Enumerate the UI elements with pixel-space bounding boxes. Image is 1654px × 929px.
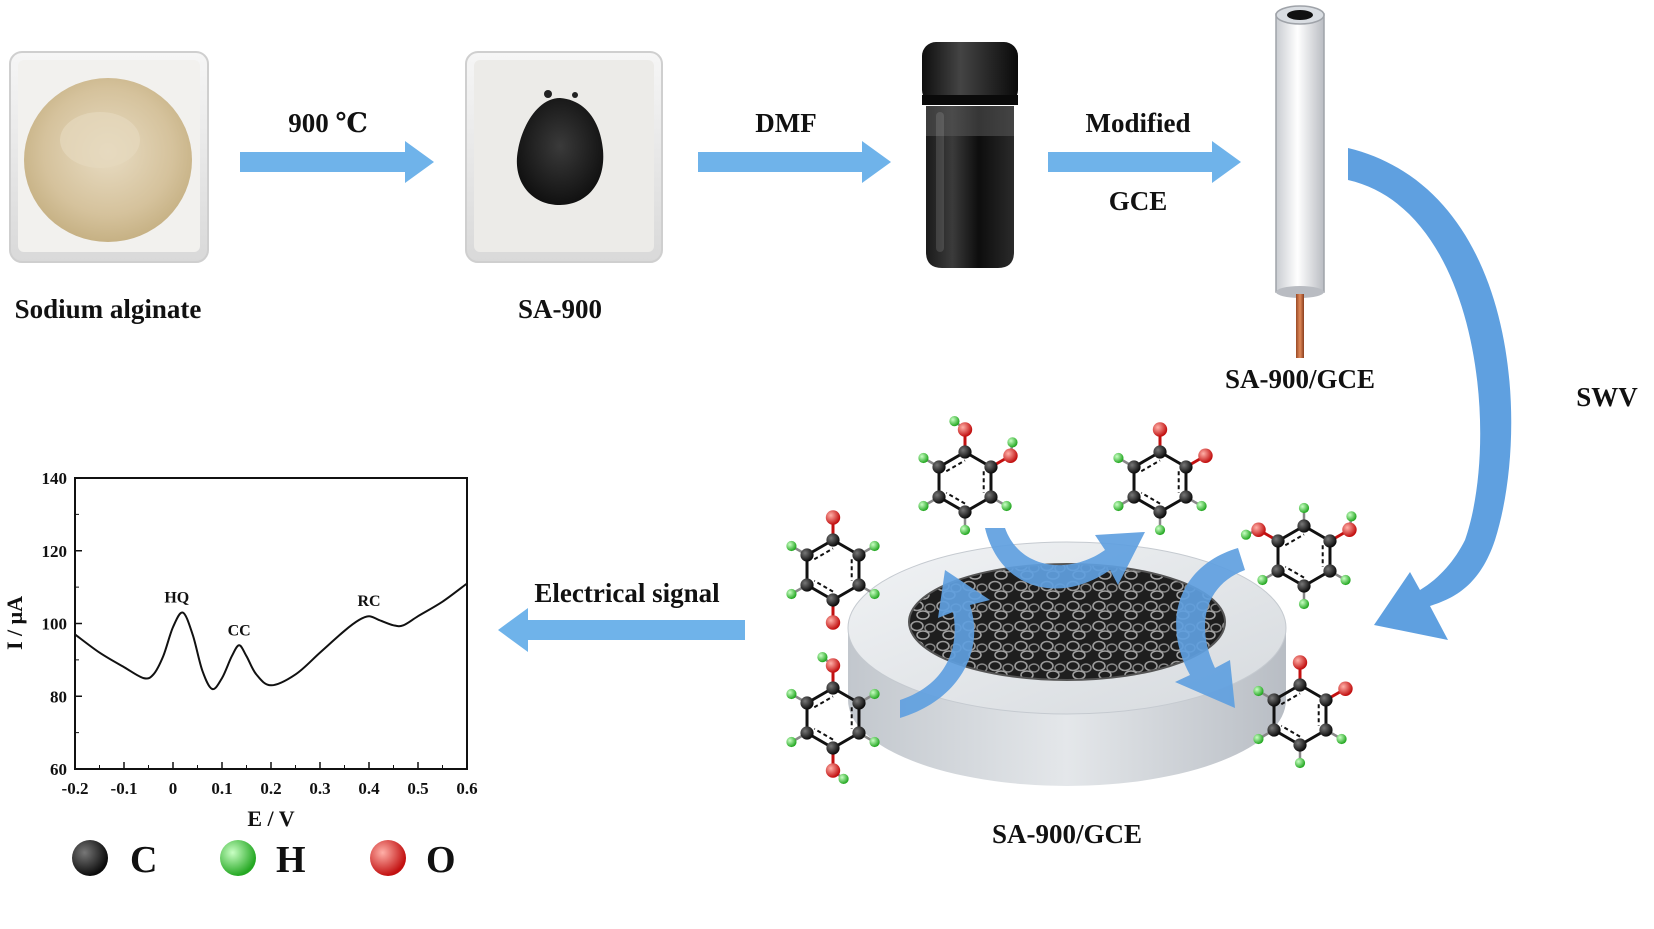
legend-carbon: C [72, 839, 157, 881]
sa900-photo [465, 51, 663, 263]
chart-xlabel: E / V [247, 806, 294, 831]
chart-ytick-label: 60 [50, 760, 67, 779]
sodium-alginate-photo [9, 51, 209, 263]
legend-oxygen: O [370, 839, 456, 881]
atom-legend: C H O [72, 839, 456, 881]
chart-xtick-label: 0.2 [260, 779, 281, 798]
sodium-alginate-label: Sodium alginate [15, 294, 202, 324]
chart-ylabel: I / μA [2, 596, 27, 650]
chart-peak-label: HQ [164, 590, 189, 607]
chart-annotations: HQ CC RC [164, 590, 380, 640]
chart-xtick-label: 0.3 [309, 779, 330, 798]
chart-xtick-label: 0.6 [456, 779, 477, 798]
chart-series-line [74, 582, 468, 691]
swv-arrow [1348, 148, 1512, 640]
chart-ytick-label: 100 [42, 615, 68, 634]
molecule-layer [786, 416, 1357, 784]
heat-label: 900 ℃ [288, 108, 368, 138]
chart-ytick-label: 120 [42, 542, 68, 561]
chart-xtick-label: 0.1 [211, 779, 232, 798]
gce-electrode [1275, 5, 1325, 358]
chart-xtick-label: -0.1 [111, 779, 138, 798]
molecule-oq [1253, 655, 1353, 769]
dmf-label: DMF [755, 108, 816, 138]
signal-arrow [498, 608, 745, 652]
diffusion-arrows [900, 528, 1245, 718]
legend-hydrogen-label: H [276, 839, 306, 881]
chart-peak-label: RC [357, 593, 380, 610]
legend-hydrogen: H [220, 839, 306, 881]
modified-label: Modified [1086, 108, 1191, 138]
sa900-label: SA-900 [518, 294, 602, 324]
modify-arrow [1048, 141, 1241, 183]
chart-xtick-label: 0 [169, 779, 178, 798]
legend-oxygen-label: O [426, 839, 456, 881]
chart-ytick-label: 140 [42, 469, 68, 488]
molecule-pq [786, 510, 880, 630]
molecule-cc [918, 416, 1018, 536]
chart-xtick-label: -0.2 [62, 779, 89, 798]
molecule-rc [1240, 502, 1357, 610]
heat-arrow [240, 141, 434, 183]
dmf-arrow [698, 141, 891, 183]
chart-peak-label: CC [228, 622, 251, 639]
chart-ticks: -0.2 -0.1 0 0.1 0.2 0.3 0.4 0.5 0.6 60 80 100 120 140 [42, 469, 478, 798]
molecule-hq [786, 652, 880, 784]
gce-label: GCE [1109, 186, 1168, 216]
chart-ytick-label: 80 [50, 687, 67, 706]
chart-xtick-label: 0.5 [407, 779, 428, 798]
dispersion-vial [922, 42, 1018, 268]
swv-label: SWV [1576, 382, 1638, 412]
signal-label: Electrical signal [534, 578, 720, 608]
chart-xtick-label: 0.4 [358, 779, 380, 798]
electrode-label: SA-900/GCE [1225, 364, 1375, 394]
legend-carbon-label: C [130, 839, 157, 881]
device-label: SA-900/GCE [992, 819, 1142, 849]
swv-chart: -0.2 -0.1 0 0.1 0.2 0.3 0.4 0.5 0.6 60 80 100 120 140… [2, 469, 478, 831]
molecule-oq [1113, 422, 1213, 536]
